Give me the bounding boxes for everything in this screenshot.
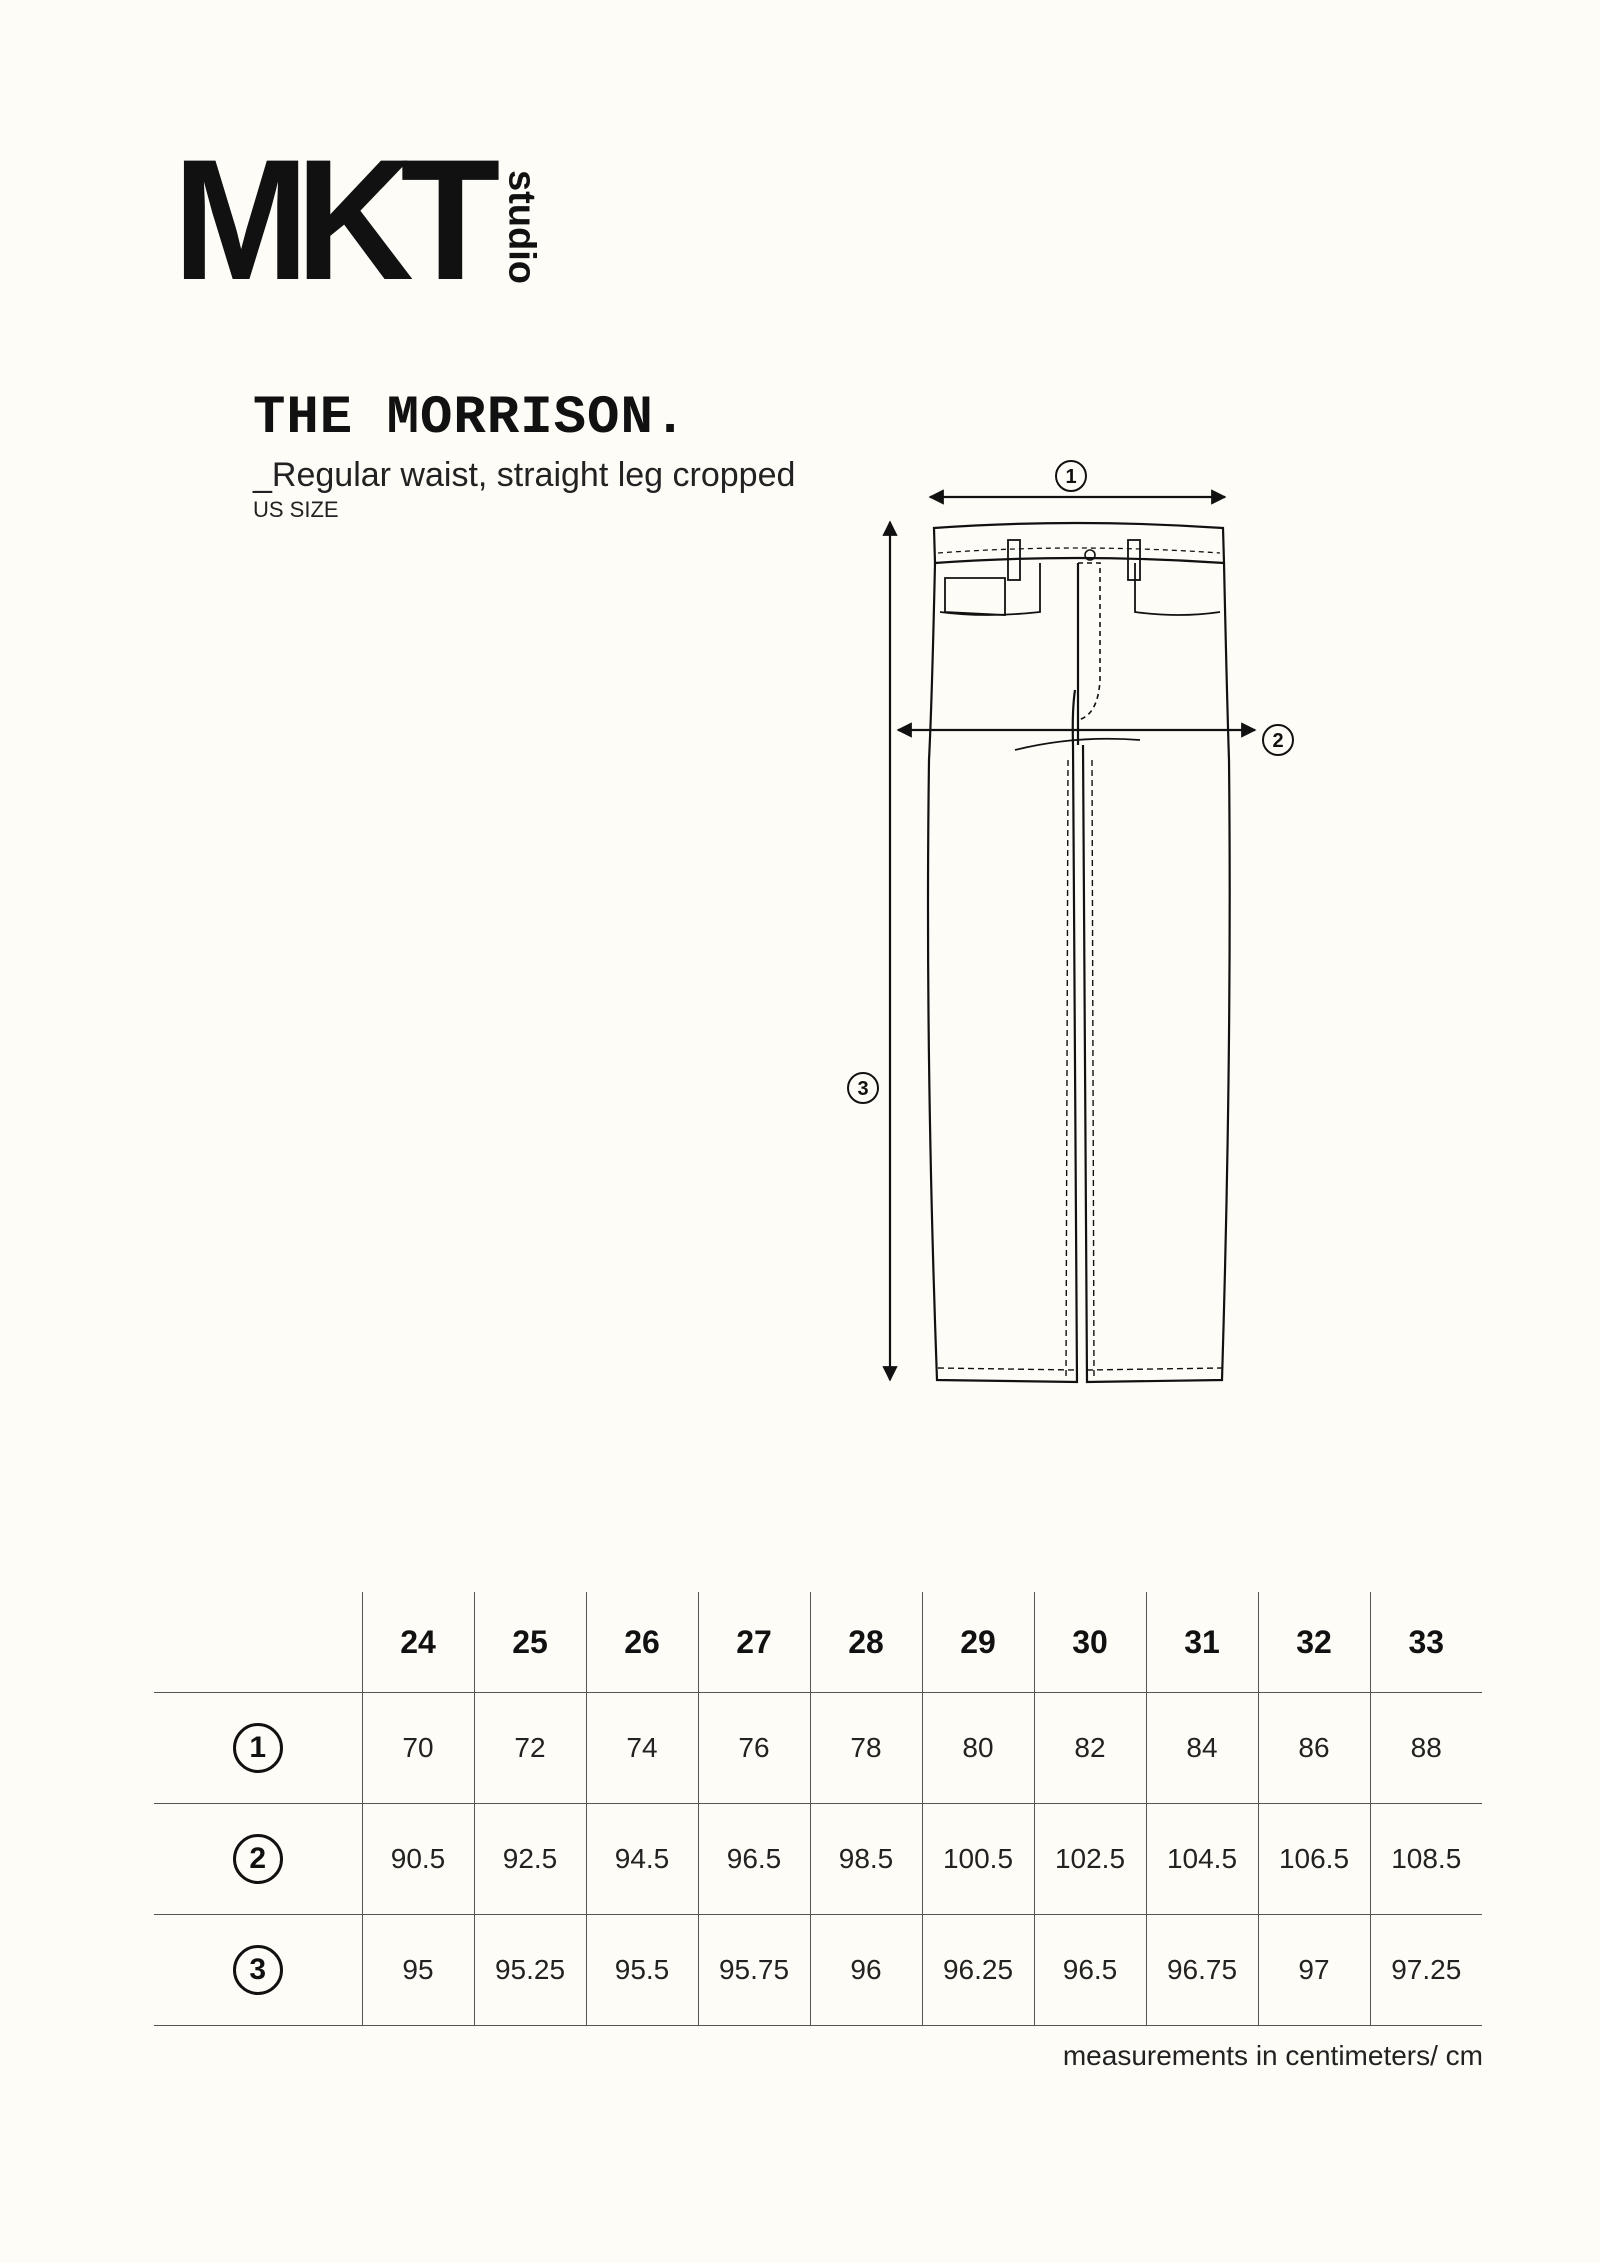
table-cell: 97.25: [1369, 1914, 1482, 2026]
size-header: 32: [1257, 1592, 1371, 1693]
row-badge-3: 3: [232, 1945, 283, 1995]
row-label-cell: 2: [154, 1803, 363, 1915]
table-cell: 82: [1033, 1692, 1147, 1804]
waistband-stitch: [937, 547, 1221, 554]
crotch-seam: [1014, 737, 1141, 751]
size-header: 28: [809, 1592, 923, 1693]
row-badge-1: 1: [232, 1723, 283, 1773]
logo-sub: studio: [500, 170, 543, 284]
size-header: 25: [473, 1592, 587, 1693]
table-cell: 92.5: [473, 1803, 587, 1915]
right-hem-stitch: [1086, 1367, 1223, 1371]
table-cell: 106.5: [1257, 1803, 1371, 1915]
callout-1: 1: [1055, 460, 1087, 492]
units-note: measurements in centimeters/ cm: [1062, 2040, 1483, 2071]
waist-button: [1084, 549, 1096, 561]
table-cell: 72: [473, 1692, 587, 1804]
table-cell: 96.75: [1145, 1914, 1259, 2026]
right-front-pocket: [1134, 563, 1221, 616]
table-cell: 95.75: [697, 1914, 811, 2026]
belt-loop: [1127, 539, 1141, 581]
table-cell: 95: [361, 1914, 475, 2026]
table-cell: 90.5: [361, 1803, 475, 1915]
table-cell: 96.25: [921, 1914, 1035, 2026]
fly-stitch: [1077, 562, 1101, 721]
table-cell: 76: [697, 1692, 811, 1804]
left-hem-stitch: [937, 1367, 1076, 1371]
table-cell: 74: [585, 1692, 699, 1804]
table-cell: 96: [809, 1914, 923, 2026]
callout-2: 2: [1262, 724, 1294, 756]
table-cell: 96.5: [1033, 1914, 1147, 2026]
left-coin-pocket: [944, 577, 1006, 616]
right-inseam-stitch: [1091, 759, 1095, 1379]
table-cell: 80: [921, 1692, 1035, 1804]
product-subtitle: _Regular waist, straight leg cropped: [253, 456, 796, 494]
pants-technical-drawing: 1 2 3: [847, 460, 1294, 1384]
table-corner-cell: [154, 1592, 363, 1693]
svg-text:3: 3: [857, 1078, 868, 1100]
table-cell: 96.5: [697, 1803, 811, 1915]
table-cell: 97: [1257, 1914, 1371, 2026]
table-cell: 98.5: [809, 1803, 923, 1915]
right-leg: [1081, 562, 1231, 1384]
size-system-label: US SIZE: [253, 497, 339, 522]
size-header: 26: [585, 1592, 699, 1693]
waistband: [932, 521, 1226, 565]
size-header: 30: [1033, 1592, 1147, 1693]
table-cell: 95.5: [585, 1914, 699, 2026]
product-title: THE MORRISON.: [253, 388, 688, 449]
table-cell: 108.5: [1369, 1803, 1482, 1915]
size-header: 33: [1369, 1592, 1482, 1693]
size-header: 27: [697, 1592, 811, 1693]
svg-text:1: 1: [1065, 466, 1076, 488]
table-cell: 104.5: [1145, 1803, 1259, 1915]
logo-mark: MKT: [173, 124, 500, 316]
size-header-row: 24 25 26 27 28 29 30 31 32 33: [154, 1592, 1482, 1693]
table-cell: 78: [809, 1692, 923, 1804]
table-cell: 88: [1369, 1692, 1482, 1804]
row-label-cell: 1: [154, 1692, 363, 1804]
callout-3: 3: [847, 1072, 879, 1104]
table-cell: 102.5: [1033, 1803, 1147, 1915]
table-cell: 84: [1145, 1692, 1259, 1804]
belt-loop: [1007, 539, 1021, 581]
left-inseam-stitch: [1065, 759, 1069, 1379]
table-cell: 86: [1257, 1692, 1371, 1804]
size-header: 24: [361, 1592, 475, 1693]
left-leg: [926, 562, 1079, 1384]
row-label-cell: 3: [154, 1914, 363, 2026]
table-cell: 95.25: [473, 1914, 587, 2026]
brand-logo: MKT studio: [173, 124, 543, 316]
table-cell: 94.5: [585, 1803, 699, 1915]
table-cell: 100.5: [921, 1803, 1035, 1915]
row-badge-2: 2: [232, 1834, 283, 1884]
size-header: 29: [921, 1592, 1035, 1693]
table-row: 1 70 72 74 76 78 80 82 84 86 88: [154, 1692, 1482, 1804]
table-cell: 70: [361, 1692, 475, 1804]
left-front-pocket: [939, 563, 1041, 616]
table-row: 3 95 95.25 95.5 95.75 96 96.25 96.5 96.7…: [154, 1914, 1482, 2026]
size-header: 31: [1145, 1592, 1259, 1693]
table-row: 2 90.5 92.5 94.5 96.5 98.5 100.5 102.5 1…: [154, 1803, 1482, 1915]
svg-text:2: 2: [1272, 730, 1283, 752]
pants-outline: [926, 521, 1231, 1384]
size-chart-table: 24 25 26 27 28 29 30 31 32 33 1 70 72 74…: [154, 1592, 1482, 2026]
